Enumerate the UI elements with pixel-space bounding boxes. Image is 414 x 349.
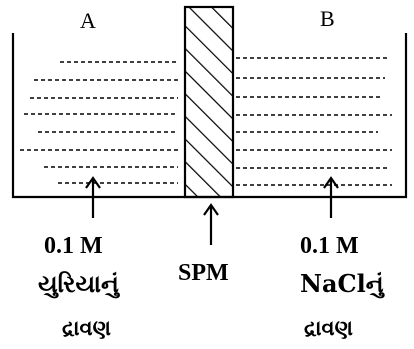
right-solution-concentration: 0.1 M bbox=[300, 233, 359, 259]
left-solution-solute: યુરિયાનું bbox=[38, 269, 119, 298]
solution-a-lines bbox=[20, 61, 178, 184]
membrane-label: SPM bbox=[178, 260, 229, 286]
left-solution-concentration: 0.1 M bbox=[44, 233, 103, 259]
label-side-a: A bbox=[80, 8, 96, 33]
semipermeable-membrane bbox=[183, 5, 235, 199]
arrow-right-solution bbox=[323, 176, 339, 218]
right-solution-solute: NaClનું bbox=[300, 269, 384, 298]
right-solution-word: દ્રાવણ bbox=[304, 316, 353, 340]
label-side-b: B bbox=[320, 6, 335, 31]
solution-b-lines bbox=[236, 57, 392, 186]
left-solution-word: દ્રાવણ bbox=[62, 316, 111, 340]
arrow-left-solution bbox=[85, 176, 101, 218]
arrow-membrane bbox=[203, 203, 219, 245]
